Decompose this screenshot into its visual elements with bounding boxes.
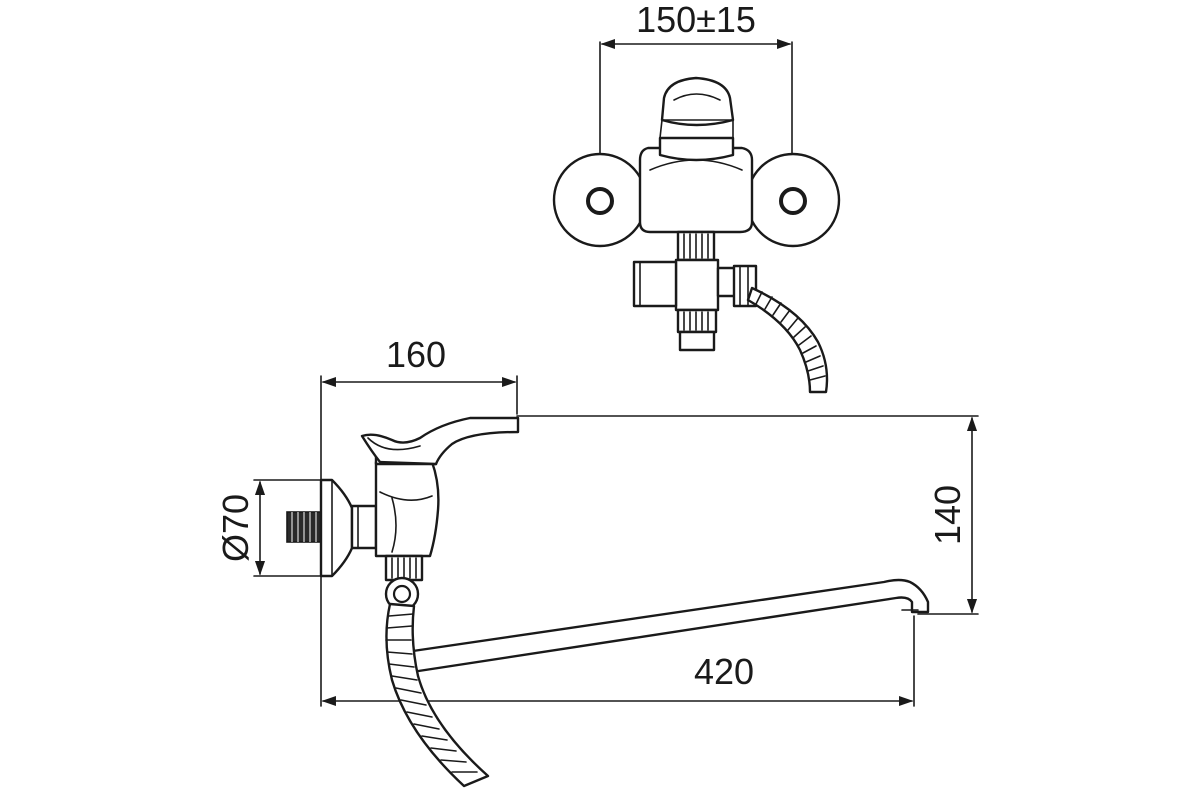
flange-diameter-dimension: Ø70 xyxy=(215,479,321,577)
shower-hose-side xyxy=(385,602,490,788)
front-view: 150±15 xyxy=(552,0,841,394)
body-depth-dimension: 160 xyxy=(320,334,518,481)
mixer-body-side xyxy=(374,452,440,558)
spout-height-label: 140 xyxy=(927,485,968,545)
body-depth-label: 160 xyxy=(386,334,446,375)
long-spout xyxy=(404,578,930,674)
inlet-spacing-dimension: 150±15 xyxy=(599,0,793,201)
diverter-front xyxy=(632,230,758,352)
diverter-side xyxy=(384,554,424,612)
wall-flange-side xyxy=(319,478,378,578)
flange-diameter-label: Ø70 xyxy=(215,494,256,562)
inlet-spacing-label: 150±15 xyxy=(636,0,756,40)
side-view: 160 140 Ø70 420 xyxy=(215,334,979,788)
right-wall-flange xyxy=(745,152,841,248)
spout-height-dimension: 140 xyxy=(516,415,979,615)
spout-length-label: 420 xyxy=(694,651,754,692)
spout-length-dimension: 420 xyxy=(320,575,915,707)
lever-handle xyxy=(360,416,520,466)
threaded-inlet xyxy=(286,511,324,543)
mixer-body-front xyxy=(638,76,754,234)
shower-hose-front xyxy=(746,286,829,394)
left-wall-flange xyxy=(552,152,648,248)
